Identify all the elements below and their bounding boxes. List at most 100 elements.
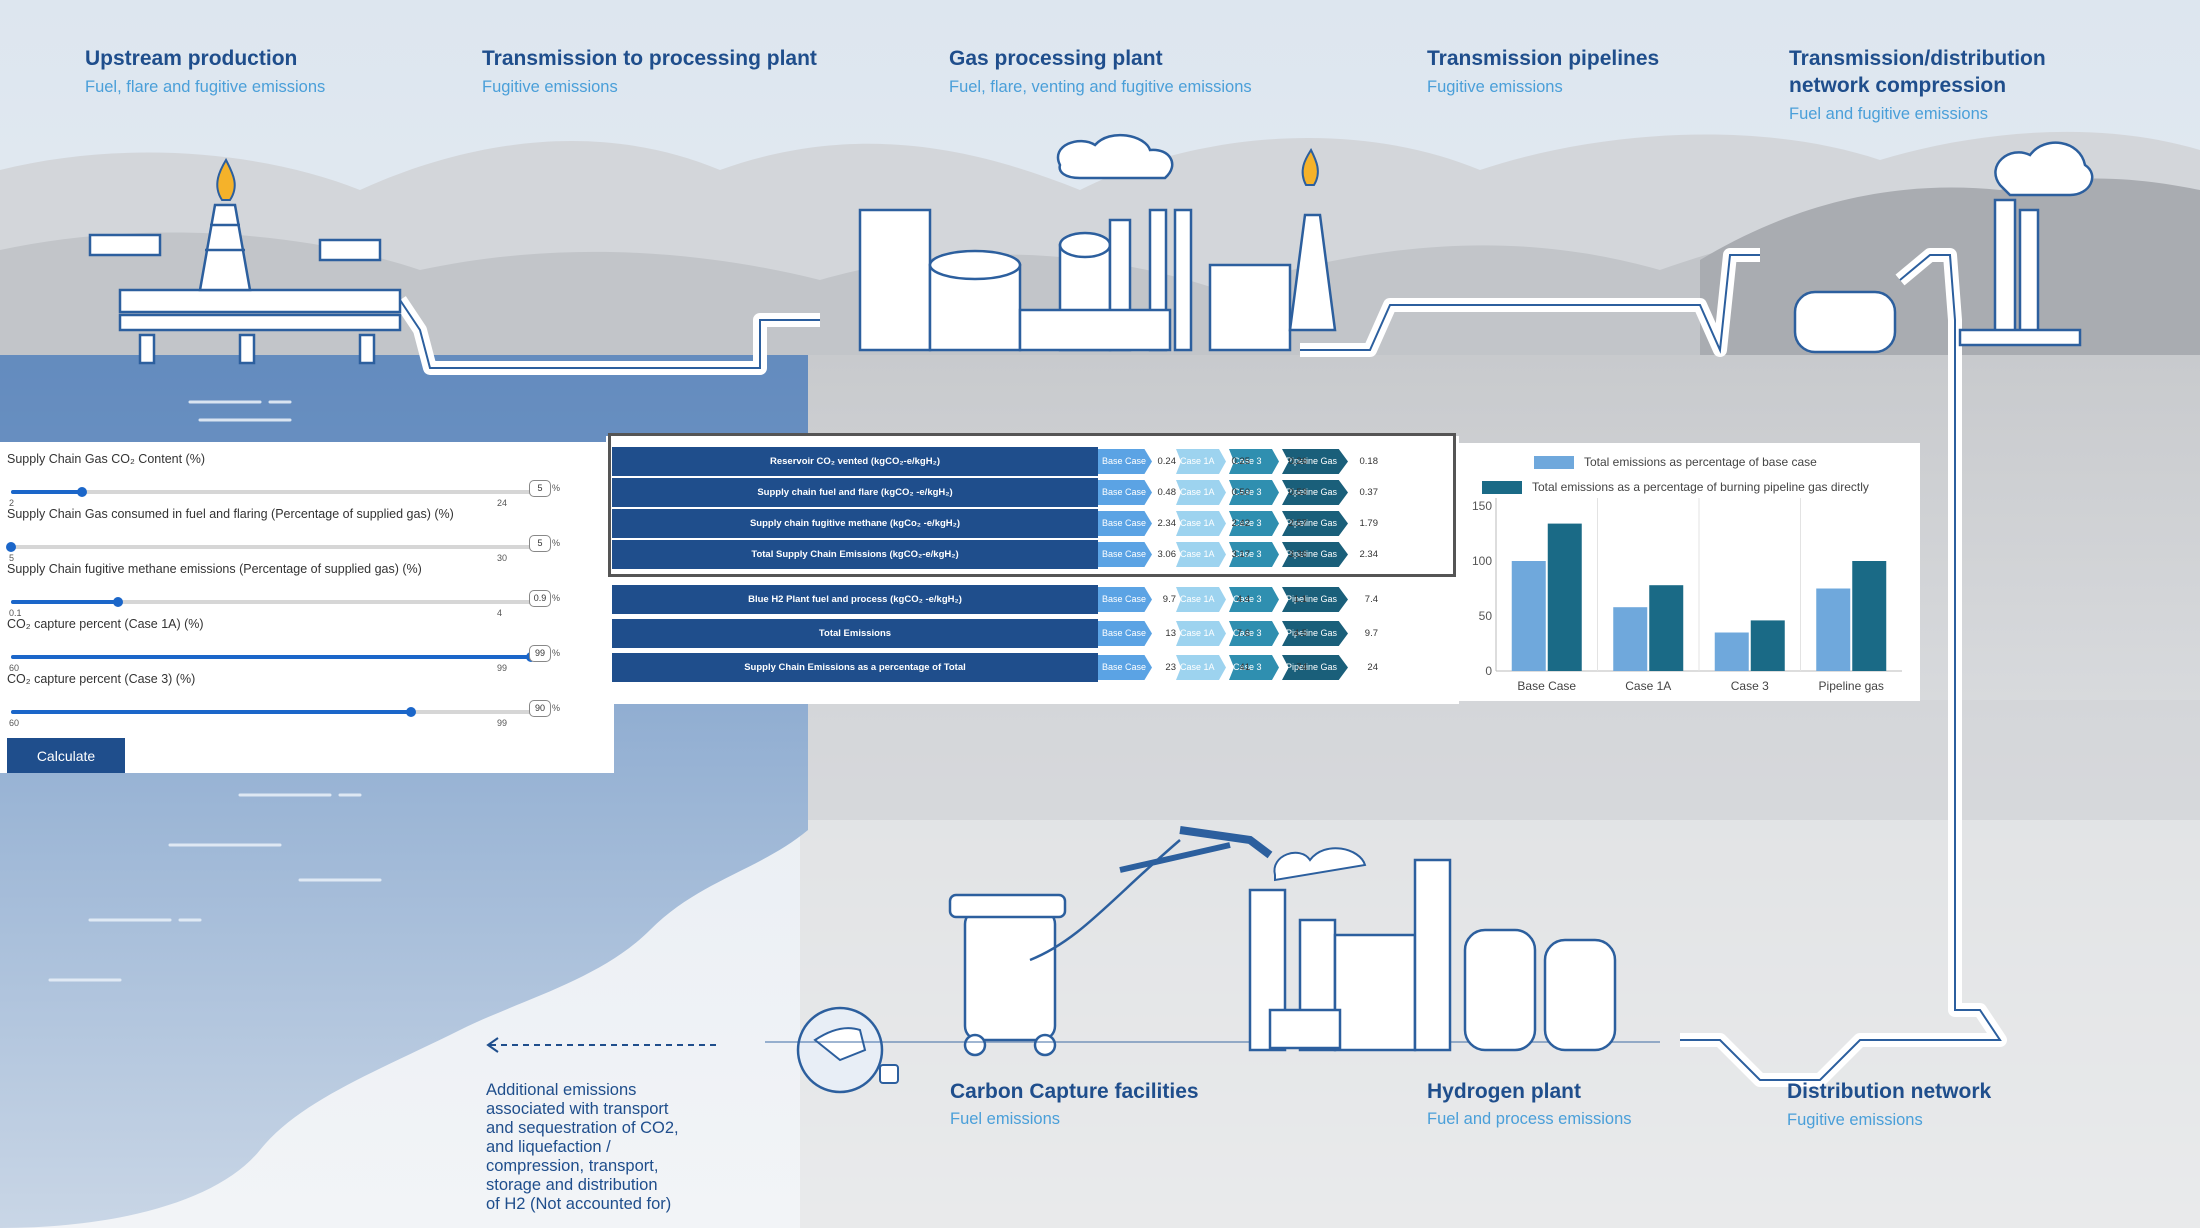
case-chevron: Base Case xyxy=(1098,587,1152,612)
bar xyxy=(1750,620,1785,671)
case-chevron: Case 1A xyxy=(1176,449,1226,474)
note-line: associated with transport xyxy=(486,1100,669,1118)
slider-unit: % xyxy=(552,648,561,658)
slider-max: 24 xyxy=(497,498,508,508)
slider-label: CO₂ capture percent (Case 3) (%) xyxy=(7,672,196,686)
slider-label: Supply Chain fugitive methane emissions … xyxy=(7,562,422,576)
case-chevron: Case 3 xyxy=(1229,449,1279,474)
case-chevron: Case 1A xyxy=(1176,587,1226,612)
y-tick-label: 50 xyxy=(1479,609,1493,623)
row-value: 3.06 xyxy=(1157,549,1177,560)
row-value: 13 xyxy=(1165,628,1176,639)
slider-handle[interactable] xyxy=(6,542,16,552)
case-chevron: Pipeline Gas xyxy=(1282,587,1348,612)
slider-track[interactable] xyxy=(11,707,531,717)
slider-min: 5 xyxy=(9,553,15,563)
note-line: Additional emissions xyxy=(486,1081,637,1099)
case-chevron: Case 3 xyxy=(1229,511,1279,536)
slider-label: Supply Chain Gas CO₂ Content (%) xyxy=(7,452,205,466)
case-chevron: Case 1A xyxy=(1176,621,1226,646)
stage-sub-upstream: Fuel, flare and fugitive emissions xyxy=(85,78,326,96)
stage-title-compression-line1: Transmission/distribution xyxy=(1789,47,2046,70)
row-value: 0.26 xyxy=(1288,456,1308,467)
slider-track[interactable] xyxy=(11,597,531,607)
bar xyxy=(1613,607,1648,671)
row-value: 41 xyxy=(1239,662,1250,673)
slider-value-input[interactable]: 90 xyxy=(529,700,551,717)
row-value: 9.7 xyxy=(1364,628,1378,639)
calculate-button[interactable]: Calculate xyxy=(7,738,125,773)
slider-label: CO₂ capture percent (Case 1A) (%) xyxy=(7,617,204,631)
note-line: and liquefaction / xyxy=(486,1138,611,1156)
case-chevron: Case 1A xyxy=(1176,511,1226,536)
slider-unit: % xyxy=(552,538,561,548)
slider-track[interactable] xyxy=(6,542,531,552)
row-value: 0.25 xyxy=(1231,456,1251,467)
bar xyxy=(1852,561,1887,671)
x-tick-label: Case 1A xyxy=(1625,679,1671,693)
stage-title-carbon-capture: Carbon Capture facilities xyxy=(950,1080,1199,1103)
table-row: Total Supply Chain Emissions (kgCO₂-e/kg… xyxy=(612,540,1452,569)
note-line: of H2 (Not accounted for) xyxy=(486,1195,672,1213)
case-chevron: Base Case xyxy=(1098,480,1152,505)
table-row: Supply chain fuel and flare (kgCO₂ -e/kg… xyxy=(612,478,1452,507)
legend-label-pipeline: Total emissions as a percentage of burni… xyxy=(1532,480,1869,494)
slider-fill xyxy=(11,490,82,494)
case-chevron: Case 1A xyxy=(1176,542,1226,567)
row-value: 4.5 xyxy=(1293,628,1307,639)
slider-unit: % xyxy=(552,483,561,493)
table-row: Reservoir CO₂ vented (kgCO₂-e/kgH₂)Base … xyxy=(612,447,1452,476)
slider-handle[interactable] xyxy=(112,597,123,607)
row-value: 2.34 xyxy=(1157,518,1177,529)
slider-handle[interactable] xyxy=(76,487,87,497)
stage-sub-compression: Fuel and fugitive emissions xyxy=(1789,105,1989,123)
bar xyxy=(1816,588,1851,671)
slider-control: Supply Chain Gas CO₂ Content (%) 2 24 5% xyxy=(7,452,607,508)
slider-fill xyxy=(11,600,118,604)
stage-title-transmission-pipelines: Transmission pipelines xyxy=(1427,47,1660,70)
stage-sub-hydrogen: Fuel and process emissions xyxy=(1427,1110,1632,1128)
slider-value-input[interactable]: 5 xyxy=(529,535,551,552)
slider-max: 99 xyxy=(497,718,508,728)
row-value: 74 xyxy=(1296,662,1307,673)
row-value: 0.48 xyxy=(1157,487,1177,498)
case-chevron: Pipeline Gas xyxy=(1282,621,1348,646)
slider-min: 2 xyxy=(9,498,15,508)
stage-title-gas-processing: Gas processing plant xyxy=(949,47,1163,70)
slider-value-input[interactable]: 5 xyxy=(529,480,551,497)
row-value: 0.37 xyxy=(1359,487,1379,498)
row-value: 0.50 xyxy=(1231,487,1251,498)
bar xyxy=(1649,585,1684,671)
case-chevron: Case 1A xyxy=(1176,655,1226,680)
row-value: 0.24 xyxy=(1157,456,1177,467)
row-label: Reservoir CO₂ vented (kgCO₂-e/kgH₂) xyxy=(612,447,1098,476)
y-tick-label: 100 xyxy=(1472,554,1492,568)
slider-value-input[interactable]: 0.9 xyxy=(529,590,551,607)
row-label: Supply Chain Emissions as a percentage o… xyxy=(612,653,1098,682)
slider-track[interactable] xyxy=(11,487,531,497)
case-chevron: Pipeline Gas xyxy=(1282,542,1348,567)
row-label: Supply chain fuel and flare (kgCO₂ -e/kg… xyxy=(612,478,1098,507)
stage-title-upstream: Upstream production xyxy=(85,47,298,70)
stage-sub-gas-processing: Fuel, flare, venting and fugitive emissi… xyxy=(949,78,1252,96)
case-chevron: Pipeline Gas xyxy=(1282,655,1348,680)
slider-control: Supply Chain fugitive methane emissions … xyxy=(7,562,607,618)
stage-title-hydrogen: Hydrogen plant xyxy=(1427,1080,1582,1103)
legend-swatch-base xyxy=(1534,456,1574,469)
x-tick-label: Case 3 xyxy=(1731,679,1769,693)
row-value: 3.17 xyxy=(1231,549,1251,560)
slider-handle[interactable] xyxy=(405,707,416,717)
slider-max: 30 xyxy=(497,553,508,563)
row-value: 2.34 xyxy=(1359,549,1379,560)
table-row: Supply Chain Emissions as a percentage o… xyxy=(612,653,1452,682)
note-line: compression, transport, xyxy=(486,1157,659,1175)
row-value: 7.4 xyxy=(1364,594,1378,605)
row-value: 23 xyxy=(1165,662,1176,673)
slider-track[interactable] xyxy=(11,652,536,662)
emissions-chart: Total emissions as percentage of base ca… xyxy=(1458,443,1920,701)
stage-sub-transmission-processing: Fugitive emissions xyxy=(482,78,618,96)
slider-value-input[interactable]: 99 xyxy=(529,645,551,662)
case-chevron: Case 3 xyxy=(1229,542,1279,567)
slider-unit: % xyxy=(552,703,561,713)
